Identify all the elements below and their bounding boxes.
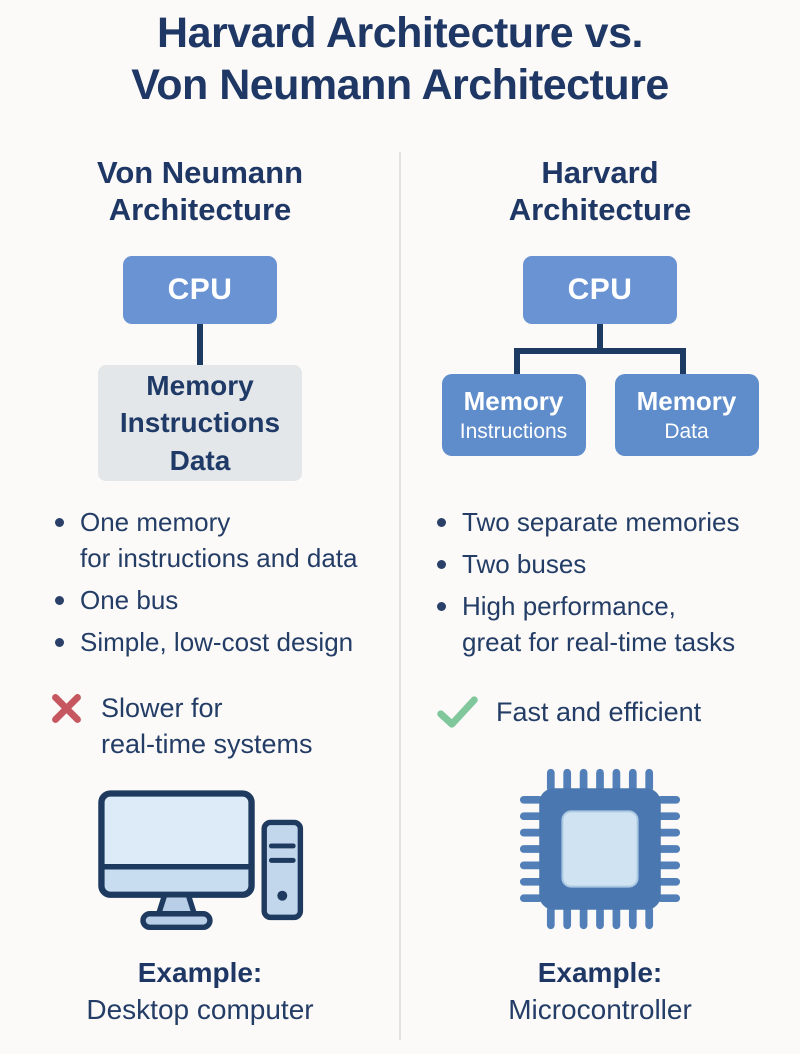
memory-boxes-row: Memory Instructions Memory Data bbox=[441, 374, 759, 457]
harvard-feature-list: Two separate memories Two buses High per… bbox=[437, 504, 739, 666]
example-label: Example: bbox=[137, 957, 263, 989]
list-item-label: High performance, great for real-time ta… bbox=[462, 591, 736, 658]
microcontroller-chip-icon bbox=[518, 767, 682, 931]
page-title: Harvard Architecture vs. Von Neumann Arc… bbox=[131, 9, 669, 109]
list-item-label: Two separate memories bbox=[462, 507, 740, 538]
bullet-dot-icon bbox=[437, 518, 446, 528]
list-item-label: Two buses bbox=[462, 549, 587, 580]
harvard-benefit: Fast and efficient bbox=[437, 694, 701, 737]
unified-memory-label: Memory Instructions Data bbox=[119, 369, 281, 477]
single-bus-connector bbox=[197, 324, 203, 366]
list-item: Two buses bbox=[437, 546, 739, 582]
von-neumann-heading: Von Neumann Architecture bbox=[96, 155, 304, 228]
von-neumann-example: Example: Desktop computer bbox=[86, 957, 313, 1026]
list-item: One bus bbox=[55, 582, 358, 618]
list-item: High performance, great for real-time ta… bbox=[437, 588, 739, 660]
harvard-column: Harvard Architecture CPU Memory Instruct… bbox=[400, 150, 800, 1026]
von-neumann-cpu-box: CPU bbox=[123, 256, 277, 325]
comparison-columns: Von Neumann Architecture CPU Memory Inst… bbox=[0, 150, 800, 1026]
von-neumann-drawback: Slower for real-time systems bbox=[50, 690, 313, 762]
harvard-cpu-box: CPU bbox=[523, 256, 677, 325]
bullet-dot-icon bbox=[437, 560, 446, 570]
bullet-dot-icon bbox=[55, 518, 64, 528]
column-divider bbox=[399, 152, 401, 1040]
list-item: One memory for instructions and data bbox=[55, 504, 358, 576]
bullet-dot-icon bbox=[437, 602, 446, 612]
harvard-heading: Harvard Architecture bbox=[508, 155, 692, 228]
harvard-example: Example: Microcontroller bbox=[508, 957, 692, 1026]
cross-icon bbox=[50, 692, 83, 762]
example-value: Microcontroller bbox=[508, 994, 692, 1026]
bullet-dot-icon bbox=[55, 638, 64, 648]
memory-box-title: Memory bbox=[463, 386, 564, 417]
checkmark-icon bbox=[437, 696, 478, 737]
drawback-label: Slower for real-time systems bbox=[101, 693, 313, 760]
von-neumann-feature-list: One memory for instructions and data One… bbox=[55, 504, 358, 666]
von-neumann-column: Von Neumann Architecture CPU Memory Inst… bbox=[0, 150, 400, 1026]
list-item: Two separate memories bbox=[437, 504, 739, 540]
memory-box-subtitle: Data bbox=[664, 420, 709, 444]
bullet-dot-icon bbox=[55, 596, 64, 606]
example-value: Desktop computer bbox=[86, 994, 314, 1026]
list-item: Simple, low-cost design bbox=[55, 624, 358, 660]
benefit-label: Fast and efficient bbox=[496, 697, 702, 728]
list-item-label: One memory for instructions and data bbox=[80, 507, 358, 574]
dual-bus-stub-connector bbox=[597, 324, 603, 349]
desktop-computer-icon bbox=[96, 788, 304, 931]
dual-bus-branch-connector bbox=[514, 348, 686, 375]
data-memory-box: Memory Data bbox=[614, 374, 759, 457]
cpu-label: CPU bbox=[567, 273, 633, 307]
unified-memory-box: Memory Instructions Data bbox=[98, 365, 302, 482]
example-label: Example: bbox=[537, 957, 663, 989]
memory-box-title: Memory bbox=[636, 386, 737, 417]
list-item-label: Simple, low-cost design bbox=[80, 627, 354, 658]
memory-box-subtitle: Instructions bbox=[459, 420, 568, 444]
instruction-memory-box: Memory Instructions bbox=[441, 374, 586, 457]
cpu-label: CPU bbox=[167, 273, 233, 307]
list-item-label: One bus bbox=[80, 585, 179, 616]
